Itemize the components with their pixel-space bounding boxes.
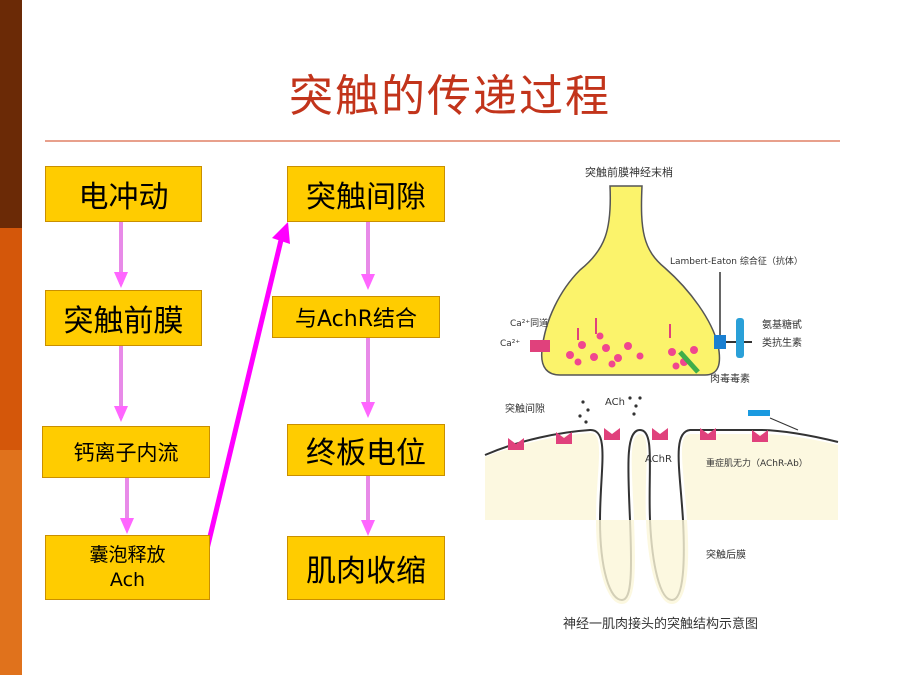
box-endplate-potential: 终板电位	[287, 424, 445, 476]
nerve-terminal	[540, 185, 721, 376]
label-mg: 重症肌无力（AChR-Ab）	[706, 457, 808, 469]
box-electric-impulse: 电冲动	[45, 166, 202, 222]
postsynaptic-membrane	[484, 428, 839, 602]
box-vesicle-release: 囊泡释放 Ach	[45, 535, 210, 600]
box-calcium-influx: 钙离子内流	[42, 426, 210, 478]
label-antibiotic: 类抗生素	[762, 336, 802, 349]
label-cleft: 突触间隙	[505, 402, 545, 415]
box-muscle-contraction: 肌肉收缩	[287, 536, 445, 600]
ca-channel-icon	[530, 340, 550, 352]
antibody-icon	[714, 335, 726, 349]
side-bar-middle	[0, 228, 22, 450]
label-ca: Ca²⁺	[500, 339, 520, 349]
arrow-mid-1	[361, 222, 375, 290]
label-post: 突触后膜	[706, 548, 746, 561]
arrow-left-1	[114, 222, 128, 288]
label-toxin: 肉毒毒素	[710, 372, 750, 385]
aminoglycoside-icon	[736, 318, 744, 358]
label-ach: ACh	[605, 397, 625, 408]
slide-title: 突触的传递过程	[289, 71, 611, 122]
box-bind-achr: 与AchR结合	[272, 296, 440, 338]
achr-receptors	[508, 428, 768, 450]
label-top: 突触前膜神经末梢	[585, 165, 673, 179]
vesicle-release-line1: 囊泡释放	[89, 543, 166, 566]
arrow-mid-3	[361, 476, 375, 536]
label-ca-channel: Ca²⁺同道	[510, 317, 548, 329]
arrow-mid-2	[361, 338, 375, 418]
side-bar-bottom	[0, 450, 22, 675]
mg-antibody-icon	[748, 410, 770, 416]
label-lambert: Lambert-Eaton 综合征（抗体）	[670, 255, 803, 267]
arrow-diagonal	[199, 222, 290, 571]
vesicle-release-line2: Ach	[109, 568, 146, 591]
title-divider	[45, 140, 840, 142]
box-presynaptic-membrane: 突触前膜	[45, 290, 202, 346]
vesicles	[566, 332, 698, 370]
arrow-left-2	[114, 346, 128, 422]
released-ach	[578, 396, 642, 424]
label-achr: AChR	[645, 454, 672, 465]
label-amino: 氨基糖甙	[762, 318, 802, 331]
side-bar-top	[0, 0, 22, 228]
box-synaptic-cleft: 突触间隙	[287, 166, 445, 222]
figure-caption: 神经一肌肉接头的突触结构示意图	[563, 616, 758, 632]
arrow-left-3	[120, 478, 134, 534]
